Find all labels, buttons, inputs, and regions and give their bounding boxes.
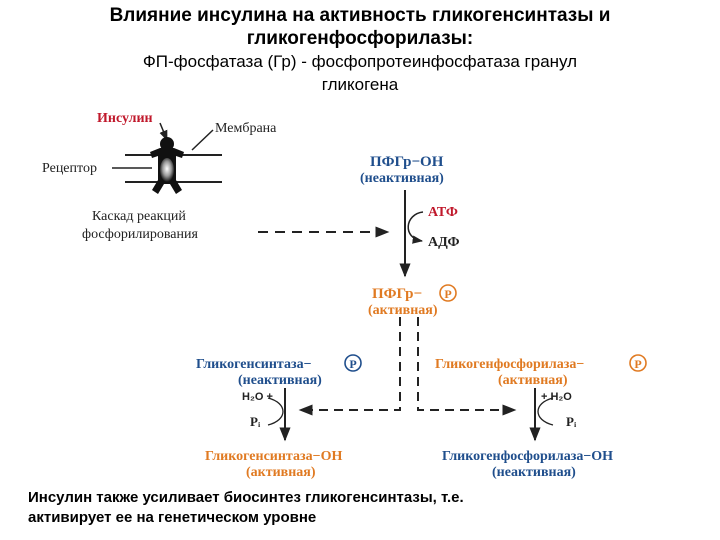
footer-line-1: Инсулин также усиливает биосинтез гликог… xyxy=(28,489,464,506)
subtitle-line-2: гликогена xyxy=(321,75,399,94)
h2o-right-label: + H₂O xyxy=(541,391,572,403)
ppgr-p-state: (активная) xyxy=(368,303,438,318)
gs-oh-label: Гликогенсинтаза−ОН xyxy=(205,449,342,464)
membrane-pointer xyxy=(191,129,214,151)
footer-note: Инсулин также усиливает биосинтез гликог… xyxy=(28,488,708,528)
receptor-icon xyxy=(150,137,184,194)
ppgr-phosphate-symbol: P xyxy=(444,287,451,301)
branch-right-dashed xyxy=(417,317,517,416)
membrane-label: Мембрана xyxy=(215,121,277,136)
gs-phosphate-circle xyxy=(344,354,362,372)
gs-oh-state: (активная) xyxy=(246,465,316,480)
gp-p-label: Гликогенфосфорилаза− xyxy=(435,357,584,372)
insulin-label: Инсулин xyxy=(97,111,153,126)
ppgr-p-label: ПФГр− xyxy=(372,286,422,302)
ppgr-phosphate-circle xyxy=(439,284,457,302)
pi-left-label: Pᵢ xyxy=(250,414,261,429)
adp-label: АДФ xyxy=(428,235,460,250)
title-line-1: Влияние инсулина на активность гликогенс… xyxy=(109,5,611,26)
cascade-label-1: Каскад реакций xyxy=(92,209,186,224)
subtitle-line-1: ФП-фосфатаза (Гр) - фосфопротеинфосфатаз… xyxy=(142,52,578,71)
gs-p-state: (неактивная) xyxy=(238,373,322,388)
right-water-curve xyxy=(537,397,554,426)
receptor-label: Рецептор xyxy=(42,161,97,176)
atp-adp-curve xyxy=(407,211,424,244)
atp-label: АТФ xyxy=(428,205,458,220)
gp-phosphate-symbol: P xyxy=(634,357,641,371)
gs-phosphate-symbol: P xyxy=(349,357,356,371)
ppgr-oh-label: ПФГр−ОН xyxy=(370,154,444,170)
ppgr-oh-state: (неактивная) xyxy=(360,171,444,186)
gs-p-label: Гликогенсинтаза− xyxy=(196,357,312,372)
title-line-2: гликогенфосфорилазы: xyxy=(246,28,474,49)
footer-line-2: активирует ее на генетическом уровне xyxy=(28,509,317,526)
gp-oh-label: Гликогенфосфорилаза−ОН xyxy=(442,449,613,464)
cascade-label-2: фосфорилирования xyxy=(82,227,198,242)
left-water-curve xyxy=(267,397,284,426)
header: Влияние инсулина на активность гликогенс… xyxy=(0,4,720,96)
gp-oh-state: (неактивная) xyxy=(492,465,576,480)
gp-p-state: (активная) xyxy=(498,373,568,388)
pi-right-label: Pᵢ xyxy=(566,414,577,429)
branch-left-dashed xyxy=(298,317,401,416)
h2o-left-label: H₂O + xyxy=(242,391,273,403)
gp-phosphate-circle xyxy=(629,354,647,372)
